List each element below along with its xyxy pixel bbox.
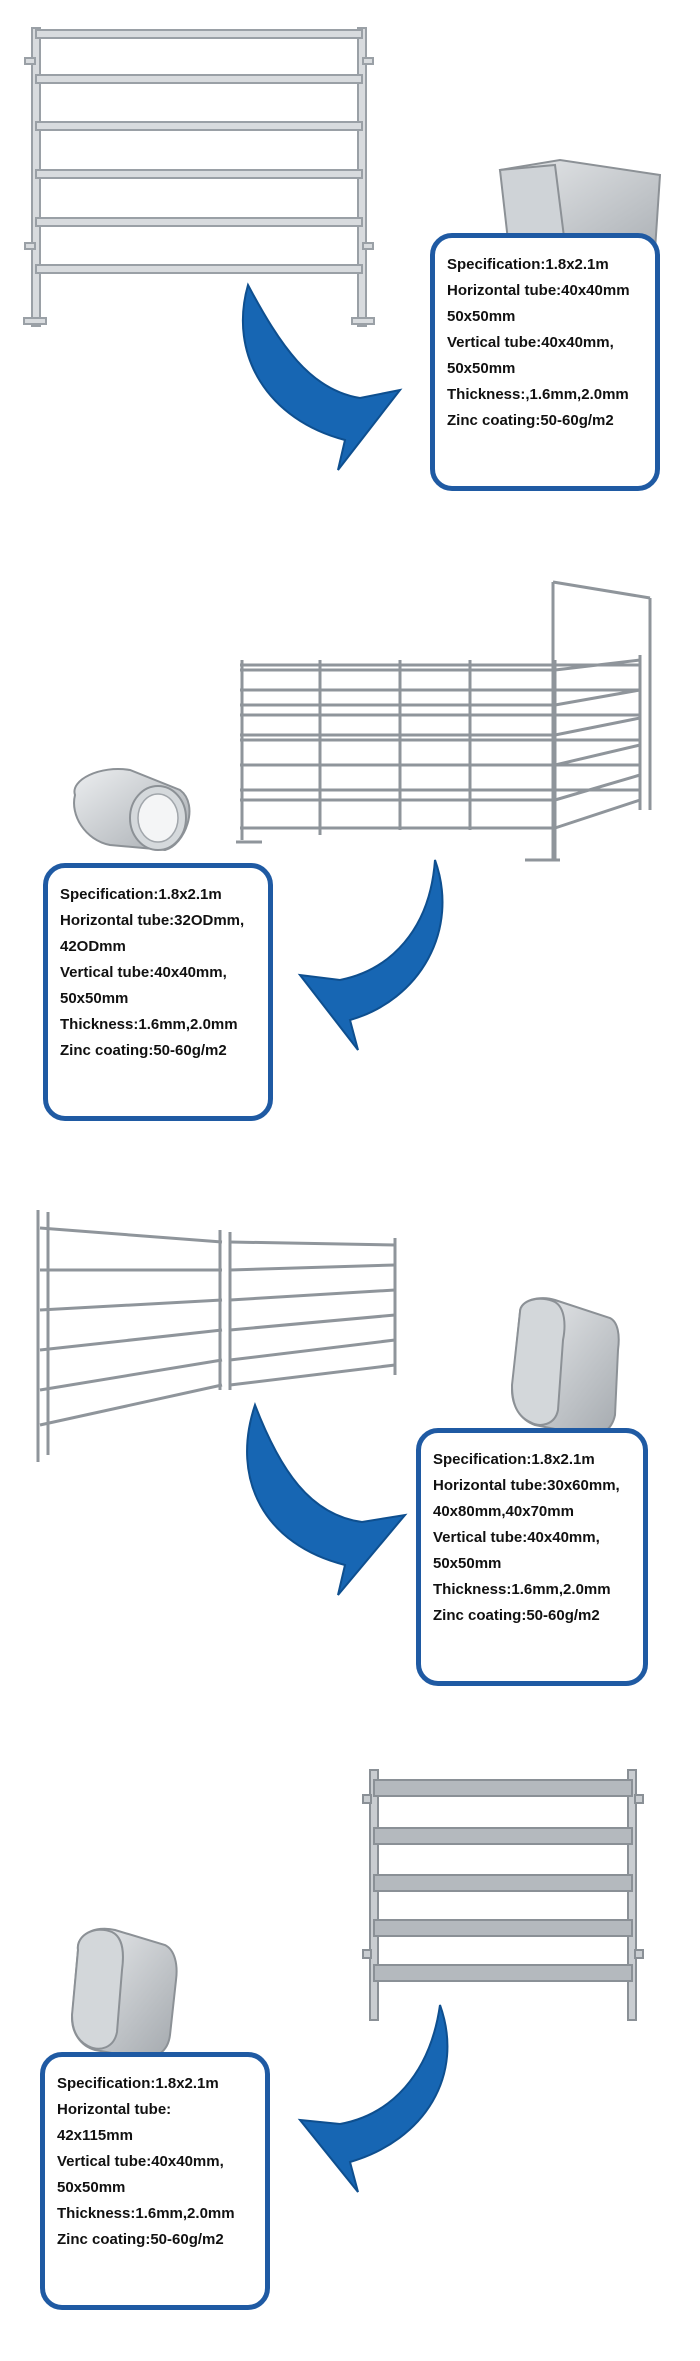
spec-line: Vertical tube:40x40mm, (57, 2153, 224, 2170)
spec-line: Specification:1.8x2.1m (57, 2075, 219, 2092)
spec-line: 50x50mm (433, 1555, 502, 1572)
spec-box: Specification:1.8x2.1m Horizontal tube: … (40, 2052, 270, 2310)
spec-box: Specification:1.8x2.1m Horizontal tube:3… (43, 863, 273, 1121)
oval-tube-icon (510, 1297, 620, 1437)
curved-arrow-icon (297, 2004, 449, 2193)
fence-panel-image (362, 1769, 644, 2021)
spec-line: Zinc coating:50-60g/m2 (433, 1607, 600, 1624)
spec-line: Vertical tube:40x40mm, (433, 1529, 600, 1546)
spec-line: Horizontal tube: (57, 2101, 172, 2118)
spec-line: Vertical tube:40x40mm, (60, 964, 227, 981)
spec-line: Specification:1.8x2.1m (60, 886, 222, 903)
cattle-pen-image (236, 580, 652, 862)
spec-box: Specification:1.8x2.1m Horizontal tube:4… (430, 233, 660, 491)
spec-line: Horizontal tube:40x40mm (447, 282, 630, 299)
spec-line: Specification:1.8x2.1m (447, 256, 609, 273)
spec-line: 50x50mm (57, 2179, 126, 2196)
curved-arrow-icon (246, 1402, 408, 1596)
spec-line: Horizontal tube:30x60mm, (433, 1477, 620, 1494)
spec-line: Thickness:1.6mm,2.0mm (57, 2205, 235, 2222)
spec-line: Horizontal tube:32ODmm, (60, 912, 245, 929)
spec-line: 50x50mm (60, 990, 129, 1007)
curved-arrow-icon (241, 282, 403, 471)
fence-panels-image (36, 1210, 397, 1462)
round-tube-icon (73, 768, 191, 852)
spec-line: 42ODmm (60, 938, 126, 955)
spec-line: Thickness:,1.6mm,2.0mm (447, 386, 629, 403)
product-section-2: Specification:1.8x2.1m Horizontal tube:3… (0, 560, 700, 1160)
product-section-3: Specification:1.8x2.1m Horizontal tube:3… (0, 1200, 700, 1720)
curved-arrow-icon (297, 859, 444, 1051)
fence-panel-image (23, 27, 375, 327)
spec-line: Thickness:1.6mm,2.0mm (60, 1016, 238, 1033)
spec-line: 50x50mm (447, 308, 516, 325)
product-section-4: Specification:1.8x2.1m Horizontal tube: … (0, 1760, 700, 2361)
spec-line: Zinc coating:50-60g/m2 (447, 412, 614, 429)
spec-line: Thickness:1.6mm,2.0mm (433, 1581, 611, 1598)
spec-line: Vertical tube:40x40mm, (447, 334, 614, 351)
spec-box: Specification:1.8x2.1m Horizontal tube:3… (416, 1428, 648, 1686)
spec-line: 50x50mm (447, 360, 516, 377)
spec-line: Specification:1.8x2.1m (433, 1451, 595, 1468)
oval-tube-icon (70, 1927, 178, 2060)
spec-line: Zinc coating:50-60g/m2 (60, 1042, 227, 1059)
product-section-1: Specification:1.8x2.1m Horizontal tube:4… (0, 0, 700, 520)
spec-line: Zinc coating:50-60g/m2 (57, 2231, 224, 2248)
spec-line: 42x115mm (57, 2127, 133, 2144)
spec-line: 40x80mm,40x70mm (433, 1503, 574, 1520)
